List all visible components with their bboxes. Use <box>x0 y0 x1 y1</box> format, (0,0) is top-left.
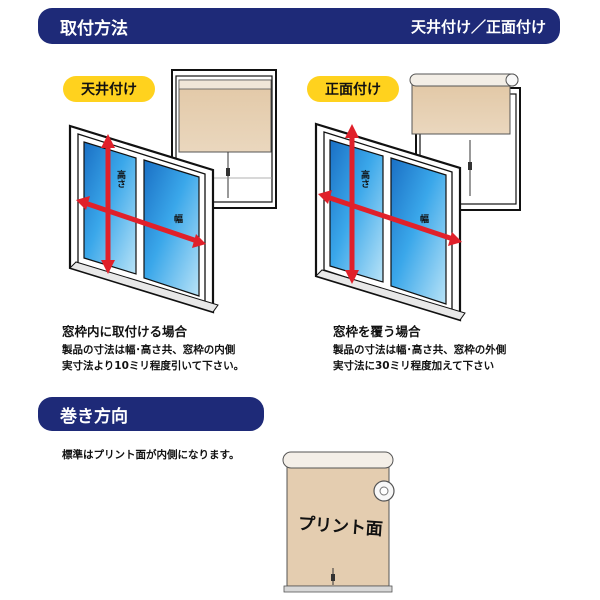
ceiling-mount-line1: 製品の寸法は幅･高さ共、窓枠の内側 <box>62 344 236 356</box>
front-mount-heading: 窓枠を覆う場合 <box>333 324 421 339</box>
front-width-label: 幅 <box>420 215 430 225</box>
ceiling-mount-tag: 天井付け <box>63 76 155 102</box>
ceiling-height-label: 高さ <box>115 170 125 188</box>
roll-direction-note: 標準はプリント面が内側になります。 <box>62 449 240 461</box>
section-header-roll-direction: 巻き方向 <box>38 397 264 431</box>
ceiling-width-label: 幅 <box>174 215 184 225</box>
section-header-mounting: 取付方法 天井付け／正面付け <box>38 8 560 44</box>
front-mount-tag: 正面付け <box>307 76 399 102</box>
ceiling-mount-line2: 実寸法より10ミリ程度引いて下さい。 <box>62 360 245 372</box>
ceiling-mount-illustration <box>68 69 277 314</box>
front-mount-line2: 実寸法に30ミリ程度加えて下さい <box>333 360 495 372</box>
front-height-label: 高さ <box>359 170 369 188</box>
front-mount-illustration <box>314 73 521 322</box>
roll-blind-illustration <box>282 451 395 593</box>
section-subtitle: 天井付け／正面付け <box>410 17 546 36</box>
roll-direction-title: 巻き方向 <box>60 406 128 427</box>
section-title: 取付方法 <box>60 18 128 39</box>
ceiling-mount-heading: 窓枠内に取付ける場合 <box>62 324 188 339</box>
front-mount-line1: 製品の寸法は幅･高さ共、窓枠の外側 <box>333 344 507 356</box>
